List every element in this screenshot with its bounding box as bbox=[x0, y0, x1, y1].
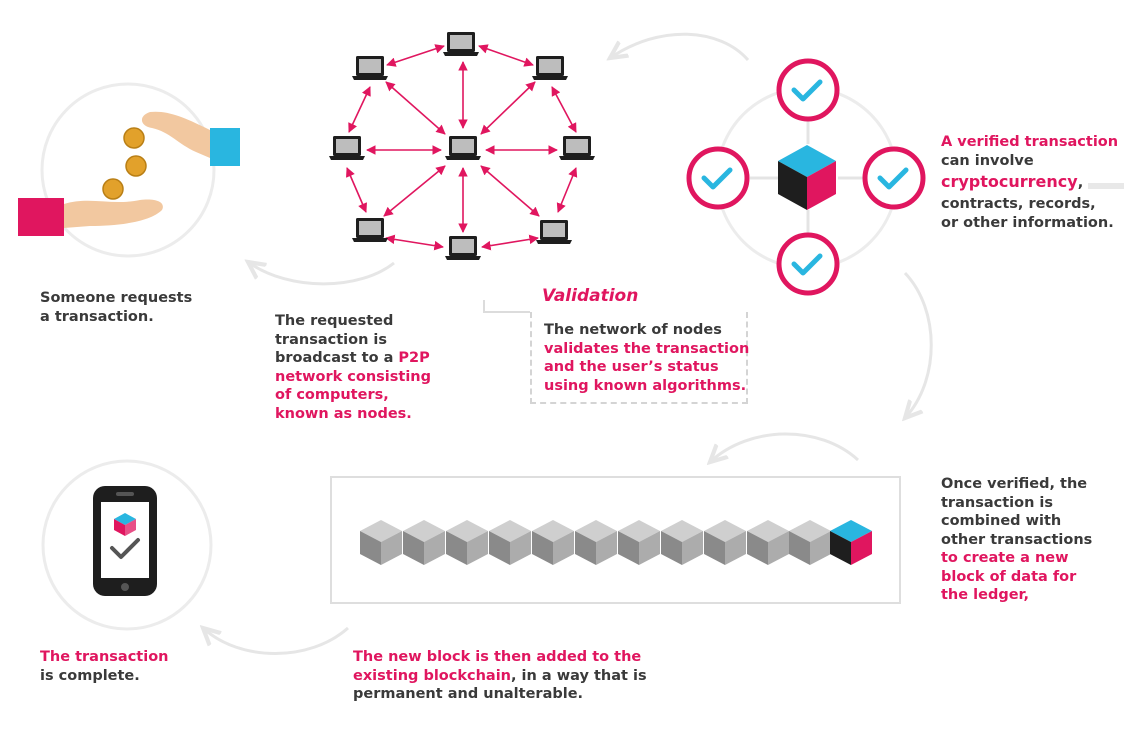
blockchain bbox=[360, 520, 872, 565]
flow-arrows bbox=[203, 32, 933, 655]
added-line: permanent and unalterable. bbox=[353, 686, 584, 702]
validation-connector bbox=[483, 300, 530, 313]
validation-highlight: and the user’s status bbox=[544, 359, 719, 375]
request-line: a transaction. bbox=[40, 308, 154, 325]
combined-highlight: block of data for bbox=[941, 568, 1077, 585]
verified-highlight: A verified transaction bbox=[941, 134, 1119, 150]
check-circle-icon bbox=[686, 58, 926, 296]
block-cube-icon bbox=[778, 145, 836, 210]
request-text: Someone requests a transaction. bbox=[40, 289, 192, 326]
broadcast-highlight: of computers, bbox=[275, 387, 389, 403]
added-plain: , in a way that is bbox=[511, 667, 647, 684]
added-highlight: The new block is then added to the bbox=[353, 649, 642, 665]
complete-text: The transaction is complete. bbox=[40, 648, 168, 685]
verified-line: contracts, records, bbox=[941, 196, 1096, 212]
combined-line: Once verified, the bbox=[941, 476, 1088, 492]
laptop-node-icon bbox=[329, 32, 595, 260]
broadcast-line: The requested bbox=[275, 313, 394, 329]
validation-line: The network of nodes bbox=[544, 322, 722, 338]
broadcast-line: broadcast to a P2P bbox=[275, 349, 431, 368]
combined-line: other transactions bbox=[941, 531, 1093, 548]
added-highlight: existing blockchain bbox=[353, 667, 511, 684]
verified-keyword: cryptocurrency bbox=[941, 172, 1078, 191]
validation-box bbox=[530, 312, 748, 404]
verification-cluster bbox=[686, 58, 1124, 296]
broadcast-highlight: network consisting bbox=[275, 368, 432, 385]
broadcast-text: The requested transaction is broadcast t… bbox=[275, 312, 431, 423]
request-illustration bbox=[18, 82, 240, 258]
hand-coin-icon bbox=[18, 111, 240, 236]
broadcast-line: transaction is bbox=[275, 331, 388, 348]
combined-line: combined with bbox=[941, 513, 1062, 529]
p2p-network bbox=[346, 44, 578, 251]
blockchain-frame bbox=[330, 476, 901, 604]
combined-text: Once verified, the transaction is combin… bbox=[941, 475, 1092, 605]
validation-highlight: validates the transaction bbox=[544, 340, 750, 357]
validation-highlight: using known algorithms. bbox=[544, 377, 747, 394]
request-line: Someone requests bbox=[40, 290, 193, 306]
added-text: The new block is then added to the exist… bbox=[353, 648, 647, 704]
combined-line: transaction is bbox=[941, 494, 1054, 511]
verified-line: or other information. bbox=[941, 214, 1114, 231]
broadcast-highlight: known as nodes. bbox=[275, 405, 412, 422]
validation-title: Validation bbox=[542, 286, 639, 306]
validation-text: The network of nodes validates the trans… bbox=[544, 321, 749, 395]
complete-line: is complete. bbox=[40, 667, 140, 684]
combined-highlight: to create a new bbox=[941, 550, 1069, 566]
verified-line: cryptocurrency, bbox=[941, 170, 1118, 195]
new-block-icon bbox=[830, 520, 872, 565]
broadcast-plain: broadcast to a bbox=[275, 350, 399, 366]
complete-illustration bbox=[41, 459, 213, 631]
verified-comma: , bbox=[1077, 175, 1084, 191]
complete-highlight: The transaction bbox=[40, 649, 169, 665]
combined-highlight: the ledger, bbox=[941, 587, 1030, 603]
verified-line: can involve bbox=[941, 152, 1034, 169]
verified-text: A verified transaction can involve crypt… bbox=[941, 133, 1118, 232]
broadcast-highlight: P2P bbox=[398, 350, 430, 366]
phone-icon bbox=[93, 486, 157, 596]
added-line: existing blockchain, in a way that is bbox=[353, 667, 647, 686]
